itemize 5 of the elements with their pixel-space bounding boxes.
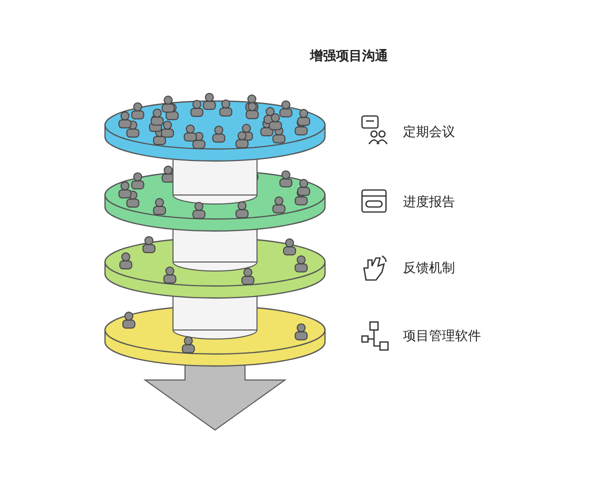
feature-label: 项目管理软件 bbox=[403, 328, 481, 345]
title: 增强项目沟通 bbox=[310, 48, 388, 65]
feature-label: 进度报告 bbox=[403, 194, 455, 211]
feature-label: 定期会议 bbox=[403, 124, 455, 141]
feature-label: 反馈机制 bbox=[403, 260, 455, 277]
